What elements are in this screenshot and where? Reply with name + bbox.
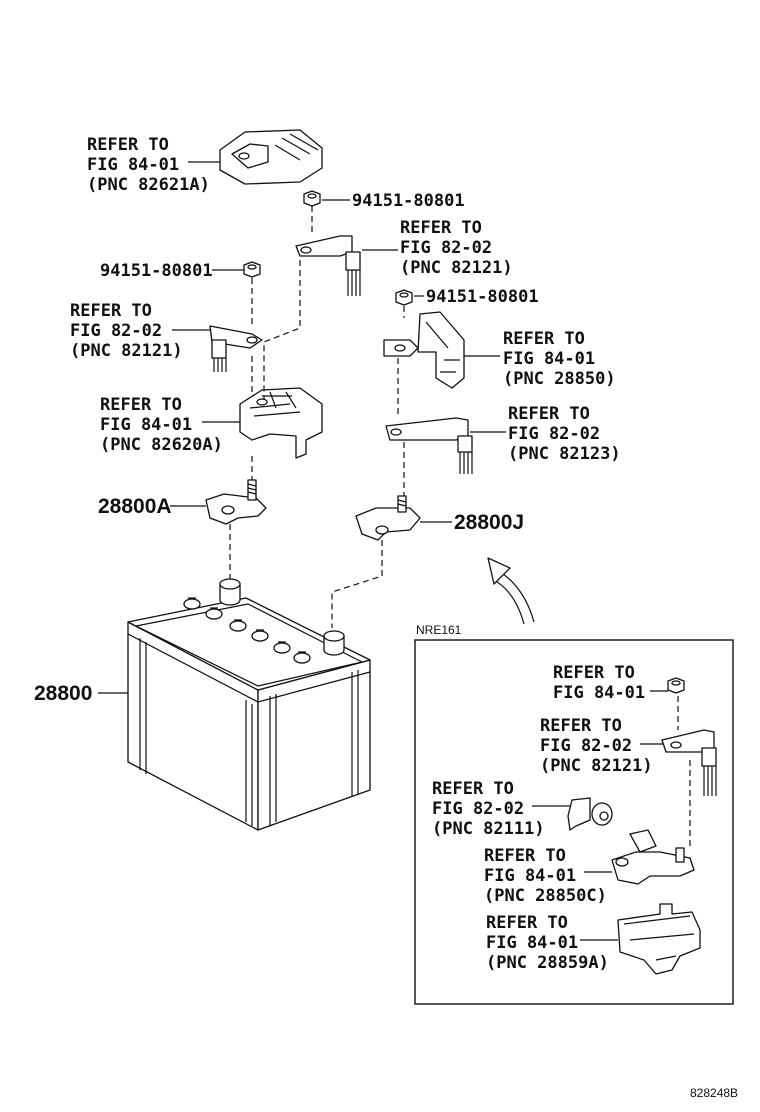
svg-text:REFER TO: REFER TO [553, 663, 635, 683]
svg-text:FIG 84-01: FIG 84-01 [484, 866, 576, 886]
inset-callout-28859A[interactable]: REFER TO FIG 84-01 (PNC 28859A) [486, 913, 609, 973]
callout-82620A[interactable]: REFER TO FIG 84-01 (PNC 82620A) [100, 395, 223, 455]
inset-callout-28850C[interactable]: REFER TO FIG 84-01 (PNC 28850C) [484, 846, 607, 906]
inset-callout-82121[interactable]: REFER TO FIG 82-02 (PNC 82121) [540, 716, 653, 776]
svg-text:(PNC 28850): (PNC 28850) [503, 369, 616, 389]
wire-terminal-left-part [209, 325, 263, 372]
svg-text:(PNC 28859A): (PNC 28859A) [486, 953, 609, 973]
inset-sensor-clamp-part [611, 829, 695, 885]
svg-text:FIG 84-01: FIG 84-01 [87, 155, 179, 175]
inset-wire-terminal-part [661, 729, 717, 796]
callout-82121-left[interactable]: REFER TO FIG 82-02 (PNC 82121) [70, 301, 183, 361]
fuse-block-cover-part [219, 129, 323, 185]
positive-terminal-clamp-part [355, 495, 421, 541]
svg-text:FIG 82-02: FIG 82-02 [70, 321, 162, 341]
svg-text:FIG 82-02: FIG 82-02 [400, 238, 492, 258]
svg-text:REFER TO: REFER TO [70, 301, 152, 321]
inset-callout-nut[interactable]: REFER TO FIG 84-01 [553, 663, 645, 703]
inset-connector-part [567, 797, 613, 831]
callout-28800A[interactable]: 28800A [98, 495, 172, 518]
inset-title: NRE161 [416, 623, 462, 637]
svg-text:(PNC 82111): (PNC 82111) [432, 819, 545, 839]
callout-82123[interactable]: REFER TO FIG 82-02 (PNC 82123) [508, 404, 621, 464]
svg-text:REFER TO: REFER TO [486, 913, 568, 933]
svg-text:REFER TO: REFER TO [508, 404, 590, 424]
callout-94151-left[interactable]: 94151-80801 [100, 261, 213, 281]
svg-text:FIG 82-02: FIG 82-02 [432, 799, 524, 819]
svg-text:REFER TO: REFER TO [400, 218, 482, 238]
nut-part-left [243, 261, 261, 278]
svg-text:(PNC 82621A): (PNC 82621A) [87, 175, 210, 195]
svg-text:(PNC 82620A): (PNC 82620A) [100, 435, 223, 455]
nut-part-right [395, 289, 413, 306]
callout-82121-upper[interactable]: REFER TO FIG 82-02 (PNC 82121) [400, 218, 513, 278]
callout-28850[interactable]: REFER TO FIG 84-01 (PNC 28850) [503, 329, 616, 389]
svg-text:FIG 84-01: FIG 84-01 [553, 683, 645, 703]
svg-text:FIG 84-01: FIG 84-01 [503, 349, 595, 369]
svg-text:REFER TO: REFER TO [432, 779, 514, 799]
fuse-block-part [239, 387, 323, 459]
inset-frame [414, 639, 734, 1005]
callout-94151-right[interactable]: 94151-80801 [426, 287, 539, 307]
svg-text:REFER TO: REFER TO [540, 716, 622, 736]
svg-text:FIG 84-01: FIG 84-01 [100, 415, 192, 435]
callout-94151-top[interactable]: 94151-80801 [352, 191, 465, 211]
callout-28800J[interactable]: 28800J [454, 511, 524, 534]
negative-terminal-clamp-part [205, 479, 267, 525]
svg-text:REFER TO: REFER TO [503, 329, 585, 349]
inset-callout-82111[interactable]: REFER TO FIG 82-02 (PNC 82111) [432, 779, 545, 839]
current-sensor-part [383, 311, 465, 389]
nut-part [303, 190, 321, 207]
svg-text:(PNC 82121): (PNC 82121) [70, 341, 183, 361]
callout-28800[interactable]: 28800 [34, 682, 92, 705]
battery-part [127, 578, 371, 831]
callout-82621A[interactable]: REFER TO FIG 84-01 (PNC 82621A) [87, 135, 210, 195]
svg-text:REFER TO: REFER TO [100, 395, 182, 415]
inset-pointer-arrow [487, 557, 535, 625]
inset-bracket-part [617, 903, 701, 975]
figure-id: 828248B [690, 1086, 738, 1100]
svg-text:FIG 82-02: FIG 82-02 [540, 736, 632, 756]
inset-nut-part [667, 677, 685, 694]
svg-text:(PNC 82121): (PNC 82121) [540, 756, 653, 776]
svg-text:REFER TO: REFER TO [484, 846, 566, 866]
svg-text:(PNC 82121): (PNC 82121) [400, 258, 513, 278]
wire-terminal-part [295, 235, 361, 296]
svg-text:FIG 84-01: FIG 84-01 [486, 933, 578, 953]
svg-text:(PNC 82123): (PNC 82123) [508, 444, 621, 464]
svg-text:(PNC 28850C): (PNC 28850C) [484, 886, 607, 906]
svg-text:FIG 82-02: FIG 82-02 [508, 424, 600, 444]
wire-terminal-82123-part [385, 417, 473, 474]
svg-text:REFER TO: REFER TO [87, 135, 169, 155]
